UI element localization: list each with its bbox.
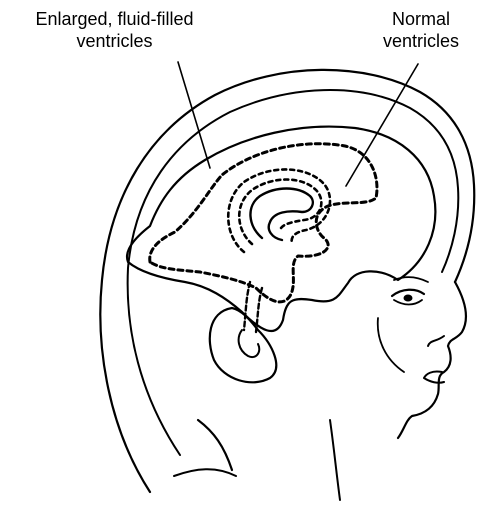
label-normal-ventricles: Normal ventricles bbox=[365, 8, 477, 52]
label-enlarged-line1: Enlarged, fluid-filled bbox=[2, 8, 227, 30]
leader-line-normal bbox=[346, 64, 418, 186]
shoulder-line bbox=[174, 469, 236, 476]
cheek-contour bbox=[378, 318, 404, 372]
neck-back-line bbox=[198, 420, 232, 470]
nose-nostril bbox=[428, 336, 444, 346]
label-enlarged-ventricles: Enlarged, fluid-filled ventricles bbox=[2, 8, 227, 52]
eye-pupil bbox=[404, 295, 412, 301]
normal-ventricle-outline bbox=[250, 189, 312, 241]
label-normal-line1: Normal bbox=[365, 8, 477, 30]
jaw-neck-line bbox=[330, 420, 340, 500]
label-normal-line2: ventricles bbox=[365, 30, 477, 52]
ear-outline bbox=[210, 308, 276, 382]
enlarged-ventricle-outline bbox=[150, 144, 377, 302]
ear-inner bbox=[239, 330, 260, 357]
skull-outer-outline bbox=[100, 70, 474, 492]
label-enlarged-line2: ventricles bbox=[2, 30, 227, 52]
spinal-canal-left bbox=[244, 282, 250, 330]
